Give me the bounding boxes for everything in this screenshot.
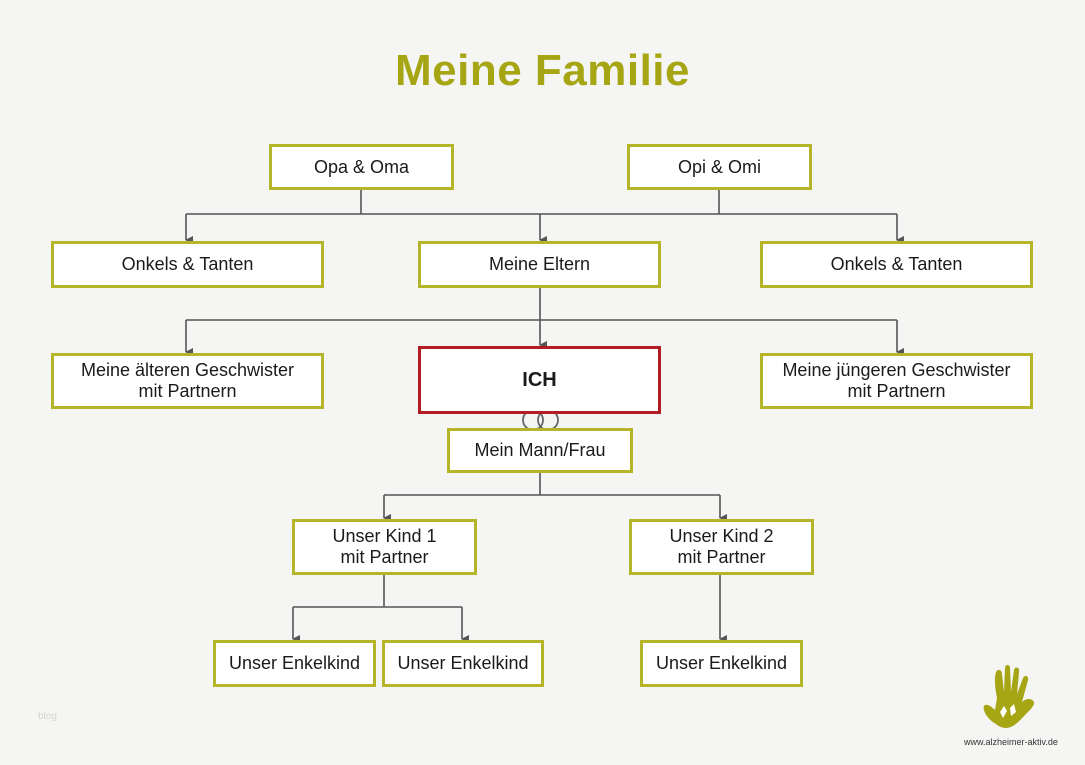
node-younger-siblings[interactable]: Meine jüngeren Geschwister mit Partnern xyxy=(760,353,1033,409)
node-onkels-tanten-right[interactable]: Onkels & Tanten xyxy=(760,241,1033,288)
node-partner[interactable]: Mein Mann/Frau xyxy=(447,428,633,473)
node-enkelkind-3[interactable]: Unser Enkelkind xyxy=(640,640,803,687)
node-onkels-tanten-left[interactable]: Onkels & Tanten xyxy=(51,241,324,288)
node-enkelkind-2[interactable]: Unser Enkelkind xyxy=(382,640,544,687)
node-opa-oma[interactable]: Opa & Oma xyxy=(269,144,454,190)
node-meine-eltern[interactable]: Meine Eltern xyxy=(418,241,661,288)
node-opi-omi[interactable]: Opi & Omi xyxy=(627,144,812,190)
page-title: Meine Familie xyxy=(394,46,691,95)
node-kind-1[interactable]: Unser Kind 1 mit Partner xyxy=(292,519,477,575)
hand-print-logo xyxy=(983,665,1035,728)
node-ich[interactable]: ICH xyxy=(418,346,661,414)
watermark: blog xyxy=(38,711,57,722)
node-older-siblings[interactable]: Meine älteren Geschwister mit Partnern xyxy=(51,353,324,409)
node-kind-2[interactable]: Unser Kind 2 mit Partner xyxy=(629,519,814,575)
node-enkelkind-1[interactable]: Unser Enkelkind xyxy=(213,640,376,687)
website-url[interactable]: www.alzheimer-aktiv.de xyxy=(964,737,1058,747)
